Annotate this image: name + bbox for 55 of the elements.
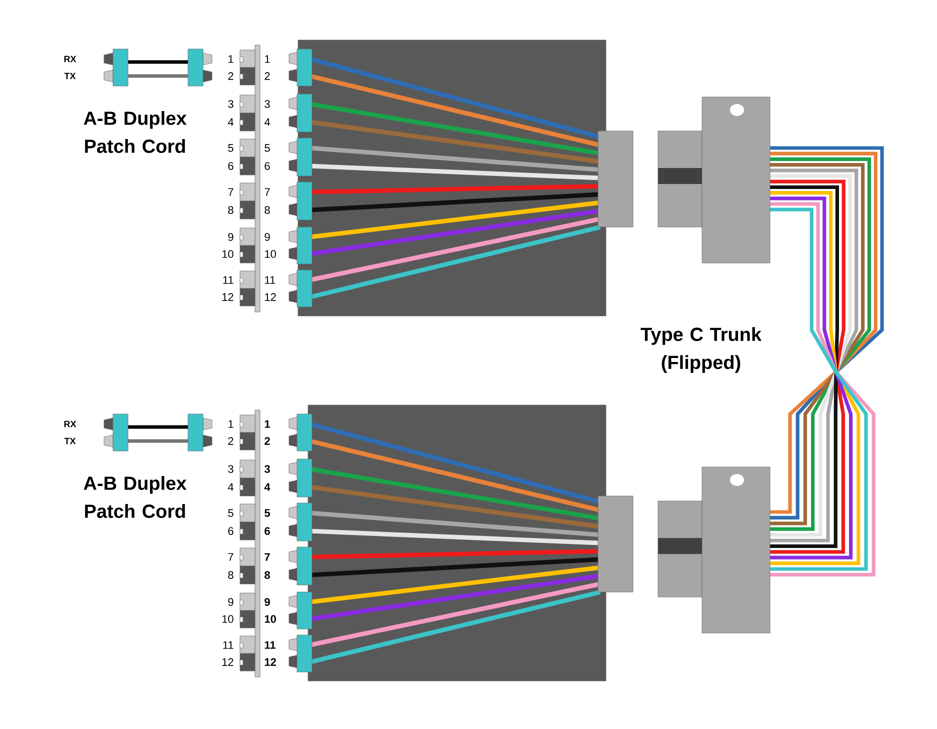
port-number: 11 [223,641,234,649]
port-number: 9 [264,233,270,241]
port-number: 4 [228,483,234,491]
port-number: 1 [264,420,270,428]
signal-label: TX [64,72,76,80]
port-number: 2 [228,437,234,445]
port-number: 12 [265,293,276,301]
cord-title: A-B Duplex Patch Cord [84,111,187,153]
port-number: 7 [228,553,234,561]
port-number: 3 [228,465,234,473]
port-number: 10 [222,615,234,623]
port-number: 7 [264,188,270,196]
port-number: 6 [228,527,234,535]
signal-label: RX [64,420,76,428]
port-number: 2 [264,72,270,80]
port-number: 11 [265,276,276,284]
port-number: 11 [223,276,234,284]
port-number: 12 [264,658,276,666]
port-number: 1 [228,420,234,428]
port-number: 8 [264,206,270,214]
trunk-title: Type C Trunk (Flipped) [640,327,762,373]
port-number: 6 [264,527,270,535]
port-number: 7 [228,188,234,196]
port-number: 3 [228,100,234,108]
port-number: 5 [264,509,270,517]
port-number: 7 [264,553,270,561]
port-number: 12 [222,293,234,301]
port-number: 8 [264,571,270,579]
port-number: 10 [264,615,276,623]
port-number: 1 [228,55,234,63]
port-number: 5 [264,144,270,152]
port-number: 10 [265,250,276,258]
port-number: 5 [228,509,234,517]
port-number: 9 [228,598,234,606]
port-number: 6 [228,162,234,170]
port-number: 3 [264,100,270,108]
port-number: 12 [222,658,234,666]
port-number: 5 [228,144,234,152]
port-number: 1 [265,55,270,63]
port-number: 9 [264,598,270,606]
port-number: 2 [264,437,270,445]
port-number: 4 [264,118,270,126]
port-number: 4 [228,118,234,126]
port-number: 11 [264,641,276,649]
signal-label: TX [64,438,76,444]
port-number: 4 [264,483,270,491]
port-number: 9 [228,233,234,241]
cord-title: A-B Duplex Patch Cord [84,476,187,518]
signal-label: RX [64,56,76,62]
port-number: 2 [228,72,234,80]
port-number: 8 [228,571,234,579]
port-number: 3 [264,465,270,473]
port-number: 10 [222,250,234,258]
port-number: 6 [264,162,270,170]
port-number: 8 [228,206,234,214]
